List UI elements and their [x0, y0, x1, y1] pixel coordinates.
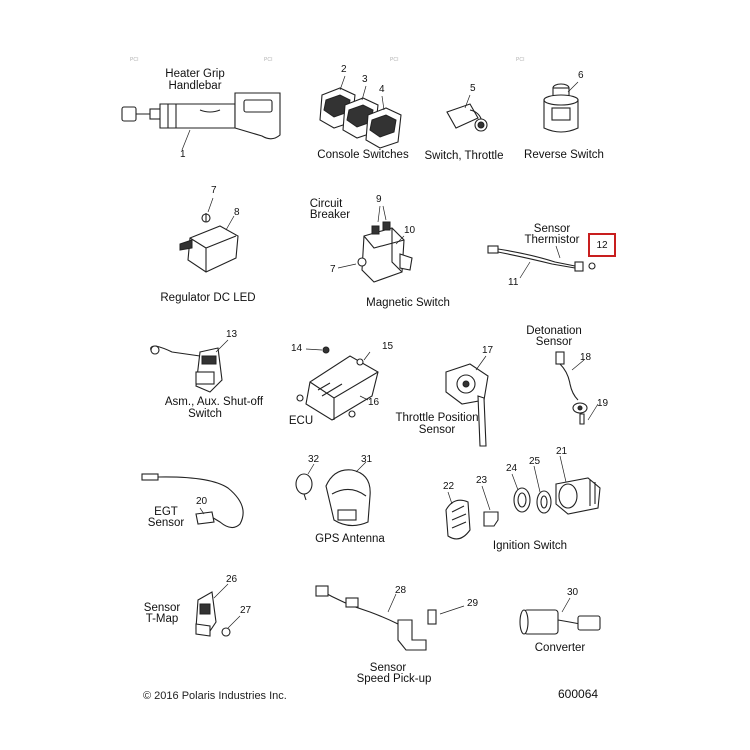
label-detonation: Detonation	[526, 325, 582, 337]
throttle-position-sensor-part	[445, 355, 489, 447]
callout-25: 25	[529, 456, 541, 467]
callout-20: 20	[196, 496, 208, 507]
callout-1: 1	[180, 149, 186, 160]
label-converter: Converter	[534, 642, 586, 654]
callout-21: 21	[556, 446, 568, 457]
label-speed-1: Sensor	[369, 662, 407, 674]
callout-30: 30	[567, 587, 579, 598]
label-console-switches: Console Switches	[317, 149, 409, 161]
watermark: PCI	[264, 57, 273, 63]
label-circuit: Circuit	[309, 198, 343, 210]
label-gps: GPS Antenna	[315, 533, 385, 545]
watermark: PCI	[130, 57, 139, 63]
label-speed-2: Speed Pick-up	[356, 673, 432, 685]
speed-sensor-part	[315, 585, 465, 651]
label-aux-shutoff-1: Asm., Aux. Shut-off	[164, 396, 264, 408]
label-tps-1: Throttle Position	[395, 412, 479, 424]
label-detonation-sensor: Sensor	[535, 336, 573, 348]
callout-13: 13	[226, 329, 238, 340]
callout-2: 2	[341, 64, 347, 75]
callout-17: 17	[482, 345, 494, 356]
tmap-sensor-part	[195, 583, 241, 637]
ignition-switch-part	[445, 455, 601, 540]
detonation-sensor-part	[555, 351, 599, 425]
copyright-notice: © 2016 Polaris Industries Inc.	[143, 690, 287, 702]
callout-24: 24	[506, 463, 518, 474]
callout-28: 28	[395, 585, 407, 596]
callout-9: 9	[376, 194, 382, 205]
callout-11: 11	[508, 277, 519, 288]
callout-5: 5	[470, 83, 476, 94]
highlighted-callout-12[interactable]: 12	[588, 233, 616, 257]
callout-29: 29	[467, 598, 479, 609]
label-reverse-switch: Reverse Switch	[524, 149, 604, 161]
egt-sensor-part	[141, 473, 244, 529]
callout-8: 8	[234, 207, 240, 218]
callout-4: 4	[379, 84, 385, 95]
label-magnetic-switch: Magnetic Switch	[366, 297, 450, 309]
label-switch-throttle: Switch, Throttle	[424, 150, 504, 162]
callout-31: 31	[361, 454, 373, 465]
label-regulator: Regulator DC LED	[160, 292, 256, 304]
label-aux-shutoff-2: Switch	[188, 408, 222, 420]
label-tps-2: Sensor	[418, 424, 456, 436]
magnetic-switch-part	[337, 205, 413, 283]
label-tmap-1: Sensor	[143, 602, 181, 614]
aux-shutoff-part	[150, 339, 229, 393]
callout-7b: 7	[330, 264, 336, 275]
ecu-part	[296, 346, 379, 421]
gps-antenna-part	[295, 461, 371, 527]
callout-27: 27	[240, 605, 252, 616]
label-egt: EGT	[154, 506, 178, 518]
callout-10: 10	[404, 225, 416, 236]
regulator-part	[179, 197, 239, 273]
callout-26: 26	[226, 574, 238, 585]
reverse-switch-part	[543, 81, 579, 133]
callout-15: 15	[382, 341, 394, 352]
callout-6: 6	[578, 70, 584, 81]
callout-19: 19	[597, 398, 609, 409]
label-heater-grip: Heater Grip	[165, 68, 225, 80]
callout-14: 14	[291, 343, 303, 354]
label-tmap-2: T-Map	[145, 613, 179, 625]
callout-3: 3	[362, 74, 368, 85]
sensor-thermistor-part	[487, 245, 596, 279]
console-switches-part	[319, 75, 402, 149]
callout-12: 12	[596, 240, 608, 251]
label-sensor-thermistor-1: Sensor	[533, 223, 571, 235]
callout-18: 18	[580, 352, 592, 363]
watermark: PCI	[516, 57, 525, 63]
callout-7a: 7	[211, 185, 217, 196]
callout-32: 32	[308, 454, 320, 465]
watermark: PCI	[390, 57, 399, 63]
heater-grip-handlebar-part	[121, 92, 281, 151]
converter-part	[519, 597, 601, 635]
callout-23: 23	[476, 475, 488, 486]
label-sensor-thermistor-2: Thermistor	[524, 234, 580, 246]
drawing-code: 600064	[558, 687, 599, 701]
label-ignition: Ignition Switch	[492, 540, 568, 552]
callout-16: 16	[368, 397, 380, 408]
label-egt-sensor: Sensor	[147, 517, 185, 529]
label-handlebar: Handlebar	[168, 80, 222, 92]
callout-22: 22	[443, 481, 455, 492]
label-breaker: Breaker	[309, 209, 351, 221]
throttle-switch-part	[446, 94, 488, 132]
label-ecu: ECU	[288, 415, 314, 427]
